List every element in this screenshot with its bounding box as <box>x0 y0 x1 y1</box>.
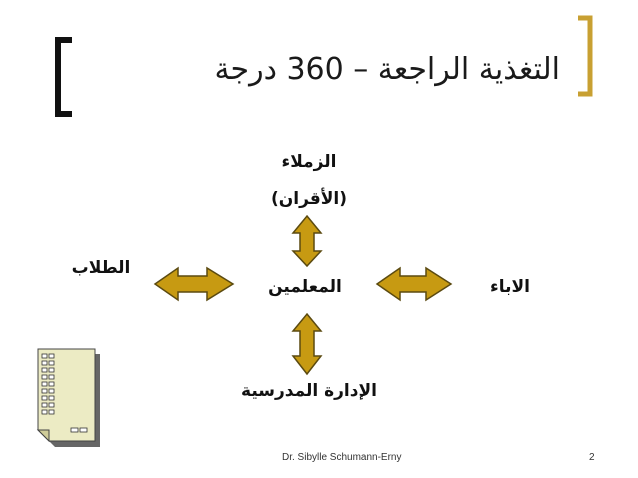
footer-author: Dr. Sibylle Schumann-Erny <box>282 452 402 463</box>
node-peers: الزملاء <box>281 152 337 172</box>
node-parents: الاباء <box>490 277 530 297</box>
arrow-up-down-bottom <box>291 312 323 376</box>
document-icon <box>36 348 100 447</box>
slide-title: التغذية الراجعة – 360 درجة <box>214 52 560 87</box>
right-bracket <box>578 15 593 97</box>
node-teachers: المعلمين <box>268 277 342 297</box>
left-bracket <box>55 37 72 117</box>
node-peers-sub: (الأقران) <box>270 189 348 209</box>
node-school-admin: الإدارة المدرسية <box>241 381 377 401</box>
footer-page-number: 2 <box>589 452 595 463</box>
arrow-up-down-top <box>291 214 323 268</box>
arrow-left-right-left <box>153 266 235 302</box>
node-students: الطلاب <box>71 258 131 278</box>
arrow-left-right-right <box>375 266 453 302</box>
